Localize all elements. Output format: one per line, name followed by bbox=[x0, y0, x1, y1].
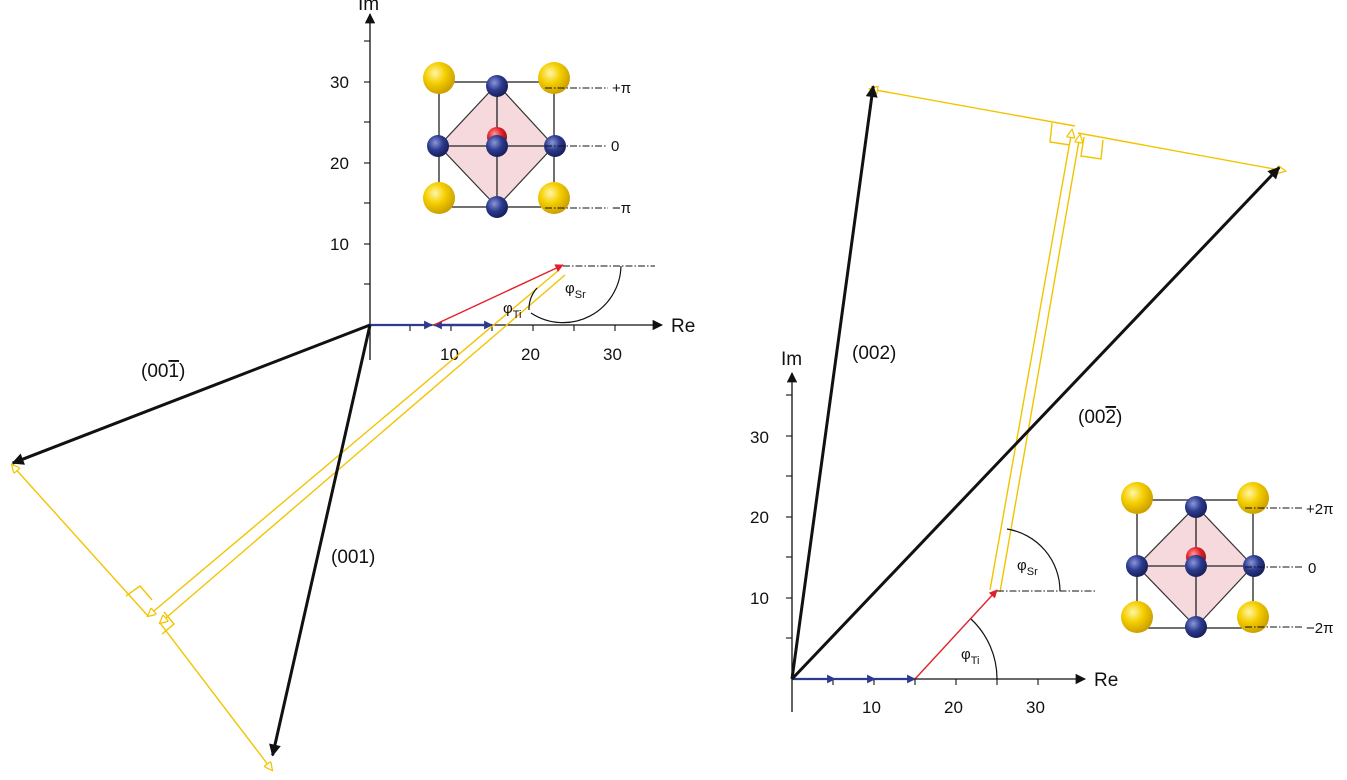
ti-o-atom bbox=[486, 196, 508, 218]
sr-atom bbox=[423, 62, 455, 94]
y-tick-label: 30 bbox=[750, 428, 769, 447]
yellow-perpendicular-arrow bbox=[12, 465, 149, 617]
yellow-projection-arrow bbox=[999, 135, 1080, 593]
yellow-perpendicular-arrow bbox=[159, 622, 272, 770]
phase-label: 0 bbox=[611, 138, 619, 155]
phi-ti-arc bbox=[970, 618, 998, 680]
phase-label: −π bbox=[612, 200, 631, 217]
sr-atom bbox=[1237, 482, 1269, 514]
sr-atom bbox=[1121, 601, 1153, 633]
structure-factor-00-2bar-arrow bbox=[790, 166, 1281, 681]
phi-sr-arc bbox=[1006, 528, 1061, 592]
ti-o-atom bbox=[1185, 616, 1207, 638]
ti-o-atom bbox=[1185, 496, 1207, 518]
vector-label-00-2bar: (002) bbox=[1078, 407, 1122, 428]
ti-o-atom bbox=[486, 135, 508, 157]
right-angle-mark bbox=[1080, 136, 1104, 160]
ti-o-atom bbox=[1126, 555, 1148, 577]
x-tick-label: 10 bbox=[440, 345, 459, 364]
phase-label: 0 bbox=[1308, 560, 1316, 577]
y-tick-label: 10 bbox=[750, 589, 769, 608]
structure-factor-00-1bar-arrow bbox=[11, 323, 371, 465]
sr-atom bbox=[1237, 601, 1269, 633]
x-tick-label: 30 bbox=[1026, 698, 1045, 717]
ti-o-atom bbox=[427, 135, 449, 157]
phi-sr-arc bbox=[530, 265, 622, 324]
yellow-perpendicular-arrow bbox=[1077, 132, 1285, 171]
phi-ti-label: φTi bbox=[503, 300, 522, 321]
x-tick-label: 30 bbox=[603, 345, 622, 364]
sr-contribution-arrow bbox=[433, 264, 564, 326]
structure-factor-002-arrow bbox=[790, 85, 878, 680]
yellow-perpendicular-arrow bbox=[870, 89, 1076, 127]
vector-label-001: (001) bbox=[331, 547, 375, 568]
phi-sr-label: φSr bbox=[565, 280, 586, 301]
yellow-projection-arrow bbox=[160, 274, 566, 623]
right-angle-mark bbox=[1049, 122, 1071, 146]
vector-label-002: (002) bbox=[852, 343, 896, 364]
left-real-axis-label: Re bbox=[671, 316, 695, 337]
sr-atom bbox=[538, 62, 570, 94]
yellow-projection-arrow bbox=[989, 130, 1072, 591]
ti-o-atom bbox=[486, 75, 508, 97]
phi-ti-arc bbox=[528, 287, 538, 311]
phi-ti-label: φTi bbox=[961, 646, 980, 667]
right-angle-mark bbox=[125, 585, 153, 601]
left-imag-axis-label: Im bbox=[358, 0, 379, 15]
y-tick-label: 20 bbox=[330, 154, 349, 173]
y-tick-label: 10 bbox=[330, 235, 349, 254]
phase-label: +π bbox=[612, 80, 631, 97]
ti-o-atom bbox=[1185, 555, 1207, 577]
sr-atom bbox=[423, 182, 455, 214]
sr-atom bbox=[1121, 482, 1153, 514]
phase-label: −2π bbox=[1306, 620, 1333, 637]
sr-contribution-arrow bbox=[914, 589, 998, 680]
sr-atom bbox=[538, 182, 570, 214]
vector-label-00-1bar: (001) bbox=[141, 361, 185, 382]
structure-factor-001-arrow bbox=[269, 324, 372, 757]
phi-sr-label: φSr bbox=[1017, 557, 1038, 578]
y-tick-label: 20 bbox=[750, 508, 769, 527]
left-panel: Re Im 10 20 30 10 20 30 bbox=[12, 0, 695, 770]
x-tick-label: 20 bbox=[944, 698, 963, 717]
ti-o-atom bbox=[1243, 555, 1265, 577]
phase-label: +2π bbox=[1306, 501, 1333, 518]
right-panel: Re Im 10 20 30 10 20 30 bbox=[750, 85, 1333, 717]
right-imag-axis-label: Im bbox=[781, 349, 802, 370]
unit-cell-inset-left: +π 0 −π bbox=[423, 62, 631, 218]
y-tick-label: 30 bbox=[330, 73, 349, 92]
x-tick-label: 20 bbox=[521, 345, 540, 364]
right-angle-mark bbox=[161, 611, 175, 635]
x-tick-label: 10 bbox=[862, 698, 881, 717]
right-yellow-construction bbox=[870, 89, 1285, 593]
left-yellow-construction bbox=[12, 269, 566, 770]
right-real-axis-label: Re bbox=[1094, 670, 1118, 691]
unit-cell-inset-right: +2π 0 −2π bbox=[1121, 482, 1333, 638]
